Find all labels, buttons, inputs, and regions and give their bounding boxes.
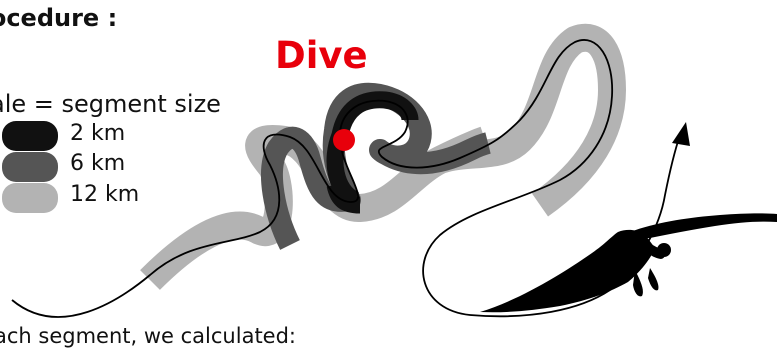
arrowhead-icon — [672, 122, 690, 146]
legend-swatch-6km — [2, 152, 58, 182]
scale-label: ale = segment size — [0, 90, 221, 118]
legend-label-6km: 6 km — [70, 151, 125, 176]
bottom-caption: ach segment, we calculated: — [0, 324, 296, 348]
legend-swatch-2km — [2, 121, 58, 151]
procedure-title: rocedure : — [0, 4, 117, 32]
dive-label: Dive — [275, 34, 368, 77]
dive-marker — [333, 129, 355, 151]
legend-label-12km: 12 km — [70, 182, 139, 207]
legend-label-2km: 2 km — [70, 121, 125, 146]
legend-swatch-12km — [2, 183, 58, 213]
bird-silhouette-icon — [480, 213, 777, 312]
